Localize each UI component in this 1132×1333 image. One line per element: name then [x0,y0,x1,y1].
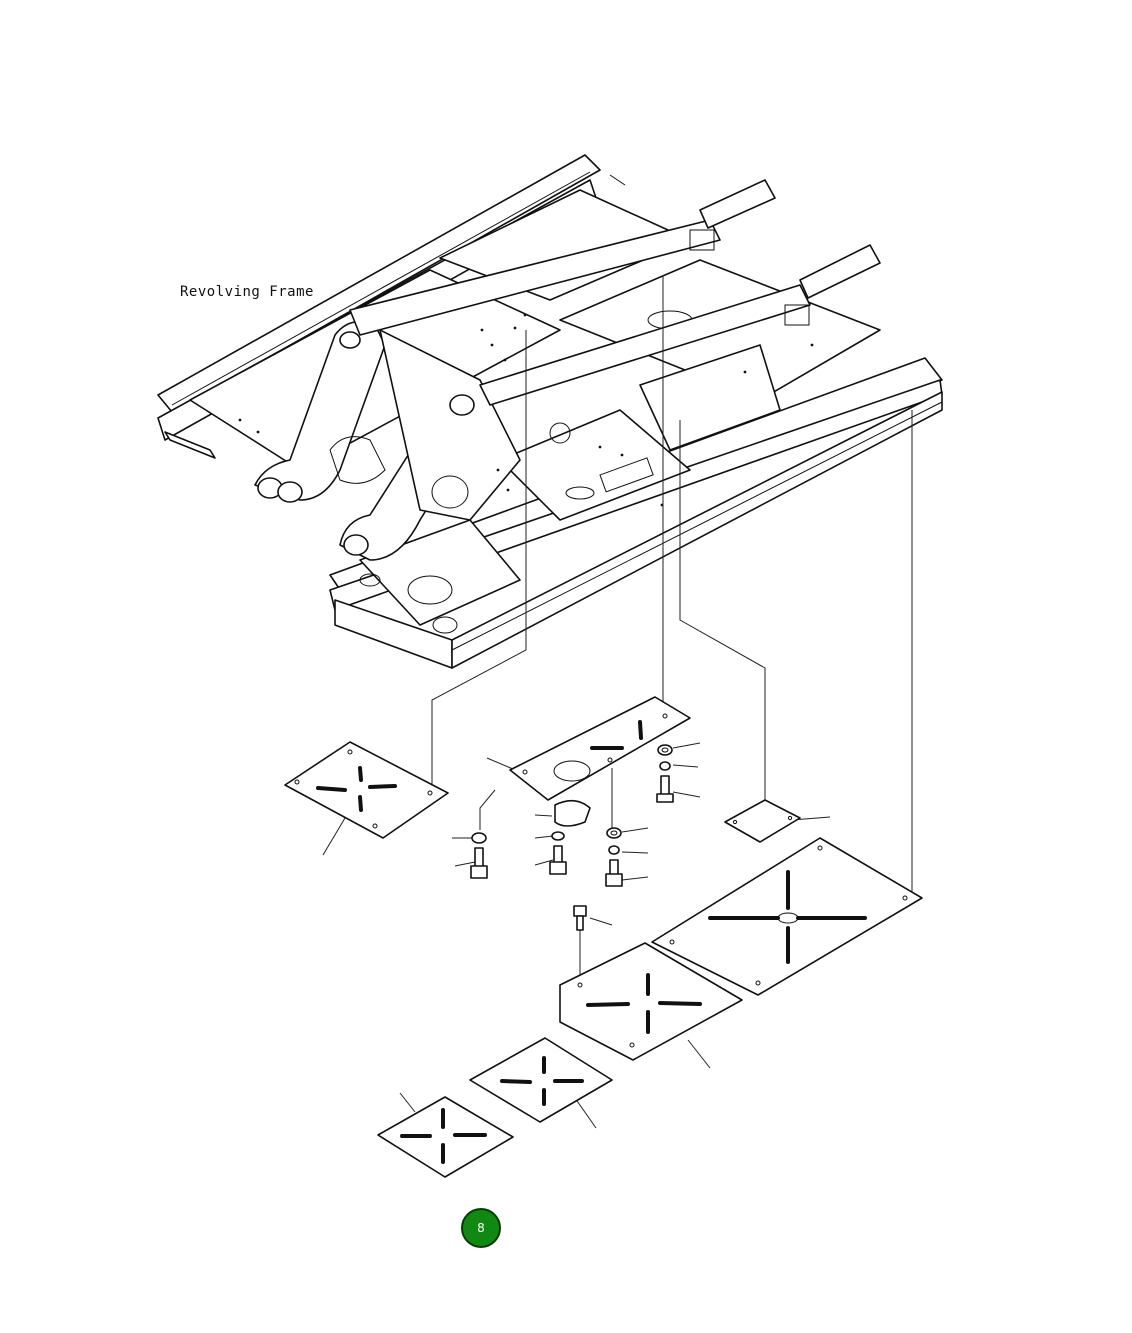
leader-lines [322,275,913,1129]
small-square-plate-a [469,1037,613,1123]
small-square-plate-b [377,1096,514,1178]
revolving-frame-assembly [157,154,943,669]
frame-deck [189,189,881,634]
large-cover-plate-right [651,837,923,996]
fastener-stack-left [470,832,488,879]
cover-plate-left [284,741,449,839]
center-cover-plate [509,696,691,801]
page-number-badge[interactable]: 8 [461,1208,501,1248]
fastener-stack-mid [605,827,623,887]
fastener-stack-center [549,831,567,875]
standoff-bolt [573,905,587,931]
inspection-cover-oval [554,799,591,827]
revolving-frame-label: Revolving Frame [180,284,314,300]
mid-cover-plate [559,942,743,1061]
small-cover-plate [724,799,801,843]
frame-rivets [238,313,814,507]
frame-cross-braces [349,179,881,406]
fastener-stack-right [656,744,674,803]
boom-mount-casting [254,320,521,561]
